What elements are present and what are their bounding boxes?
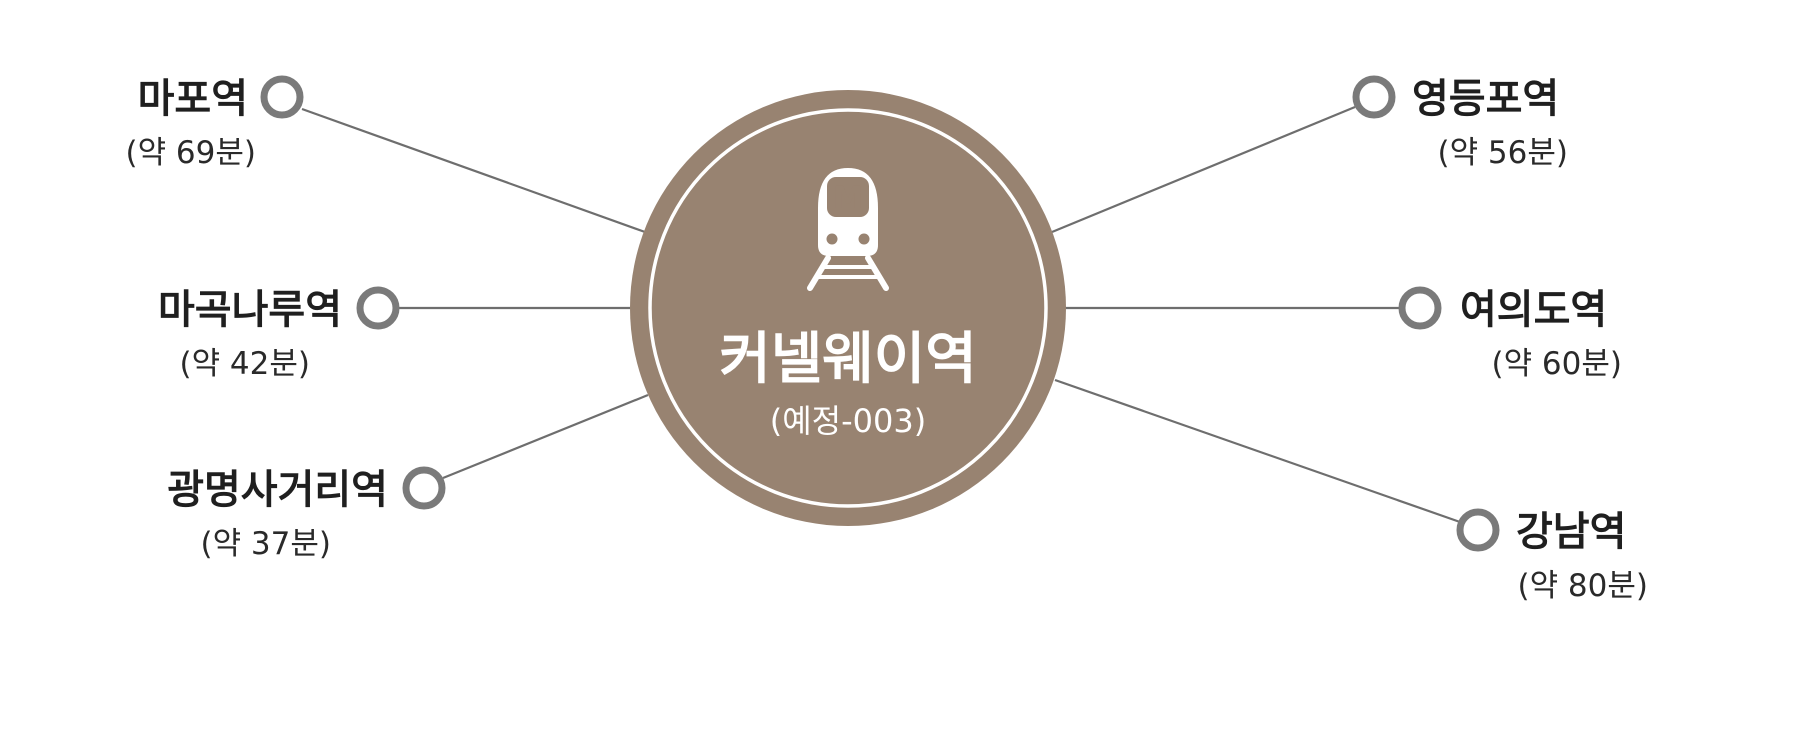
node-magoknaru[interactable] [356,286,400,330]
station-name-gwangmyeong: 광명사거리역 [167,467,388,513]
station-nodes [260,75,1500,552]
metro-train-icon: M [807,168,889,291]
metro-letter: M [833,181,863,216]
connector-gwangmyeong [442,393,649,480]
node-yeouido[interactable] [1398,286,1442,330]
center-station-name: 커넬웨이역 [719,327,977,392]
center-station[interactable]: M 커넬웨이역 (예정-003) [630,90,1066,526]
node-yeongdeungpo[interactable] [1352,75,1396,119]
station-time-gwangmyeong: (약 37분) [200,526,331,562]
station-time-yeongdeungpo: (약 56분) [1437,135,1568,171]
station-time-gangnam: (약 80분) [1517,568,1648,604]
station-name-yeouido: 여의도역 [1460,287,1607,333]
station-name-magoknaru: 마곡나루역 [158,287,342,333]
station-time-magoknaru: (약 42분) [179,346,310,382]
station-labels: 마포역 (약 69분) 마곡나루역 (약 42분) 광명사거리역 (약 37분)… [125,76,1648,604]
connector-gangnam [1054,378,1461,524]
node-mapo[interactable] [260,75,304,119]
station-name-gangnam: 강남역 [1516,509,1626,555]
station-time-yeouido: (약 60분) [1491,346,1622,382]
station-name-mapo: 마포역 [138,76,248,122]
node-gwangmyeong[interactable] [402,466,446,510]
center-station-ring [648,108,1048,508]
station-time-mapo: (약 69분) [125,135,256,171]
center-station-circle [630,90,1066,526]
node-gangnam[interactable] [1456,508,1500,552]
connector-mapo [301,107,646,234]
connector-lines [301,105,1461,524]
station-name-yeongdeungpo: 영등포역 [1412,76,1559,122]
connector-yeongdeungpo [1051,105,1356,234]
center-station-subtitle: (예정-003) [770,402,926,440]
